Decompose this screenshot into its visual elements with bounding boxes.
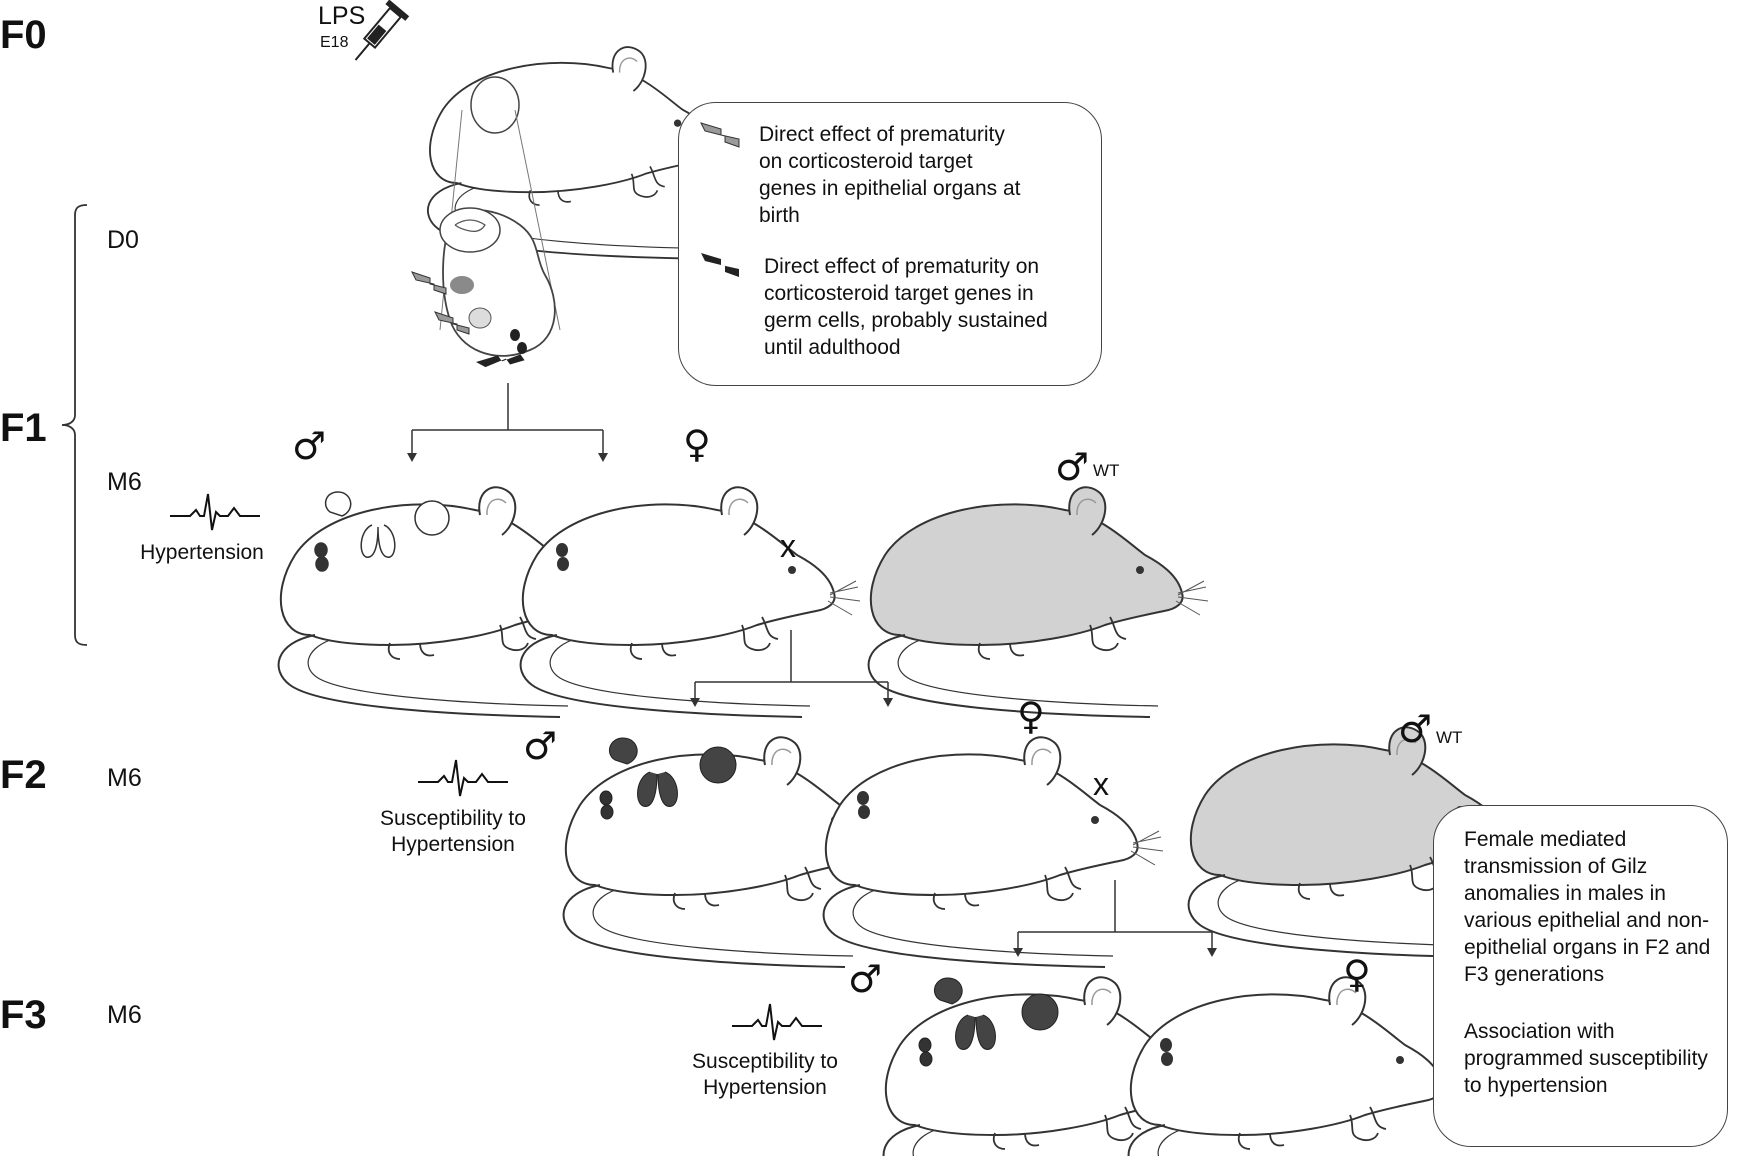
summary-p2-line-2: programmed susceptibility — [1464, 1047, 1708, 1070]
f2-male-symbol: ♂ — [523, 724, 558, 768]
legend-light-line-4: birth — [759, 204, 800, 227]
f3-ecg-icon — [731, 1003, 823, 1041]
f3-phenotype-label: Susceptibility to Hypertension — [680, 1049, 850, 1101]
legend-light-arrow-text: Direct effect of prematurity on corticos… — [759, 121, 1021, 229]
f1-ecg-icon — [169, 493, 261, 531]
f1-phenotype-label: Hypertension — [140, 541, 264, 564]
summary-p1-line-4: various epithelial and non- — [1464, 909, 1710, 932]
summary-p1-line-3: anomalies in males in — [1464, 882, 1666, 905]
generation-label-f0: F0 — [0, 13, 47, 57]
f1-wt-male-symbol: ♂ — [1055, 445, 1090, 489]
f3-female-symbol: ♀ — [1343, 952, 1371, 996]
legend-dark-arrow-icon — [701, 253, 739, 277]
f0-fetus — [470, 76, 520, 134]
generation-label-f3: F3 — [0, 993, 47, 1037]
f1-male-organs — [314, 491, 450, 572]
f1-cross-symbol: x — [780, 528, 796, 564]
connector-f3 — [1017, 880, 1213, 950]
f2-ecg-icon — [417, 759, 509, 797]
f2-wt-label: WT — [1436, 728, 1463, 747]
f2-cross-symbol: x — [1093, 766, 1109, 802]
generation-label-f2: F2 — [0, 753, 47, 797]
f1-bracket — [61, 204, 88, 646]
f3-male-organs — [918, 977, 1059, 1067]
summary-paragraph-1: Female mediated transmission of Gilz ano… — [1464, 826, 1710, 988]
summary-paragraph-2: Association with programmed susceptibili… — [1464, 1018, 1708, 1099]
generation-label-f1: F1 — [0, 406, 47, 450]
treatment-timing-label: E18 — [320, 34, 349, 51]
d0-newborn-pup — [439, 207, 556, 357]
summary-p2-line-1: Association with — [1464, 1020, 1615, 1043]
connector-f1 — [411, 383, 604, 455]
summary-box: Female mediated transmission of Gilz ano… — [1433, 805, 1728, 1147]
f1-female-symbol: ♀ — [683, 422, 711, 466]
legend-light-line-3: genes in epithelial organs at — [759, 177, 1021, 200]
legend-dark-line-2: corticosteroid target genes in — [764, 282, 1034, 305]
f2-male-organs — [599, 737, 737, 820]
stage-label-f3-m6: M6 — [107, 1001, 142, 1029]
legend-light-arrow-icon — [700, 122, 740, 148]
legend-box: Direct effect of prematurity on corticos… — [678, 102, 1102, 386]
f1-male-symbol: ♂ — [292, 424, 327, 468]
f2-phenotype-line-2: Hypertension — [391, 833, 515, 856]
treatment-agent-label: LPS — [318, 2, 366, 30]
f1-wt-label: WT — [1093, 461, 1120, 480]
stage-label-f2-m6: M6 — [107, 764, 142, 792]
legend-dark-arrow-text: Direct effect of prematurity on corticos… — [764, 253, 1048, 361]
legend-dark-line-4: until adulthood — [764, 336, 901, 359]
summary-p1-line-1: Female mediated — [1464, 828, 1627, 851]
summary-p2-line-3: to hypertension — [1464, 1074, 1608, 1097]
f2-phenotype-label: Susceptibility to Hypertension — [368, 806, 538, 858]
stage-label-d0: D0 — [107, 226, 139, 254]
f1-wt-mouse — [867, 486, 1209, 718]
f2-female-symbol: ♀ — [1017, 694, 1045, 738]
f3-phenotype-line-2: Hypertension — [703, 1076, 827, 1099]
legend-light-line-2: on corticosteroid target — [759, 150, 973, 173]
summary-p1-line-5: epithelial organs in F2 and — [1464, 936, 1711, 959]
f3-phenotype-line-1: Susceptibility to — [692, 1050, 838, 1073]
summary-p1-line-6: F3 generations — [1464, 963, 1605, 986]
f3-male-symbol: ♂ — [848, 957, 883, 1001]
summary-p1-line-2: transmission of Gilz — [1464, 855, 1648, 878]
f2-wt-male-symbol: ♂ — [1398, 707, 1433, 751]
connector-f2 — [694, 630, 889, 700]
f3-female-mouse — [1127, 976, 1469, 1156]
legend-dark-line-3: germ cells, probably sustained — [764, 309, 1048, 332]
f2-phenotype-line-1: Susceptibility to — [380, 807, 526, 830]
legend-light-line-1: Direct effect of prematurity — [759, 123, 1005, 146]
syringe-icon — [354, 0, 410, 61]
stage-label-f1-m6: M6 — [107, 468, 142, 496]
legend-dark-line-1: Direct effect of prematurity on — [764, 255, 1040, 278]
